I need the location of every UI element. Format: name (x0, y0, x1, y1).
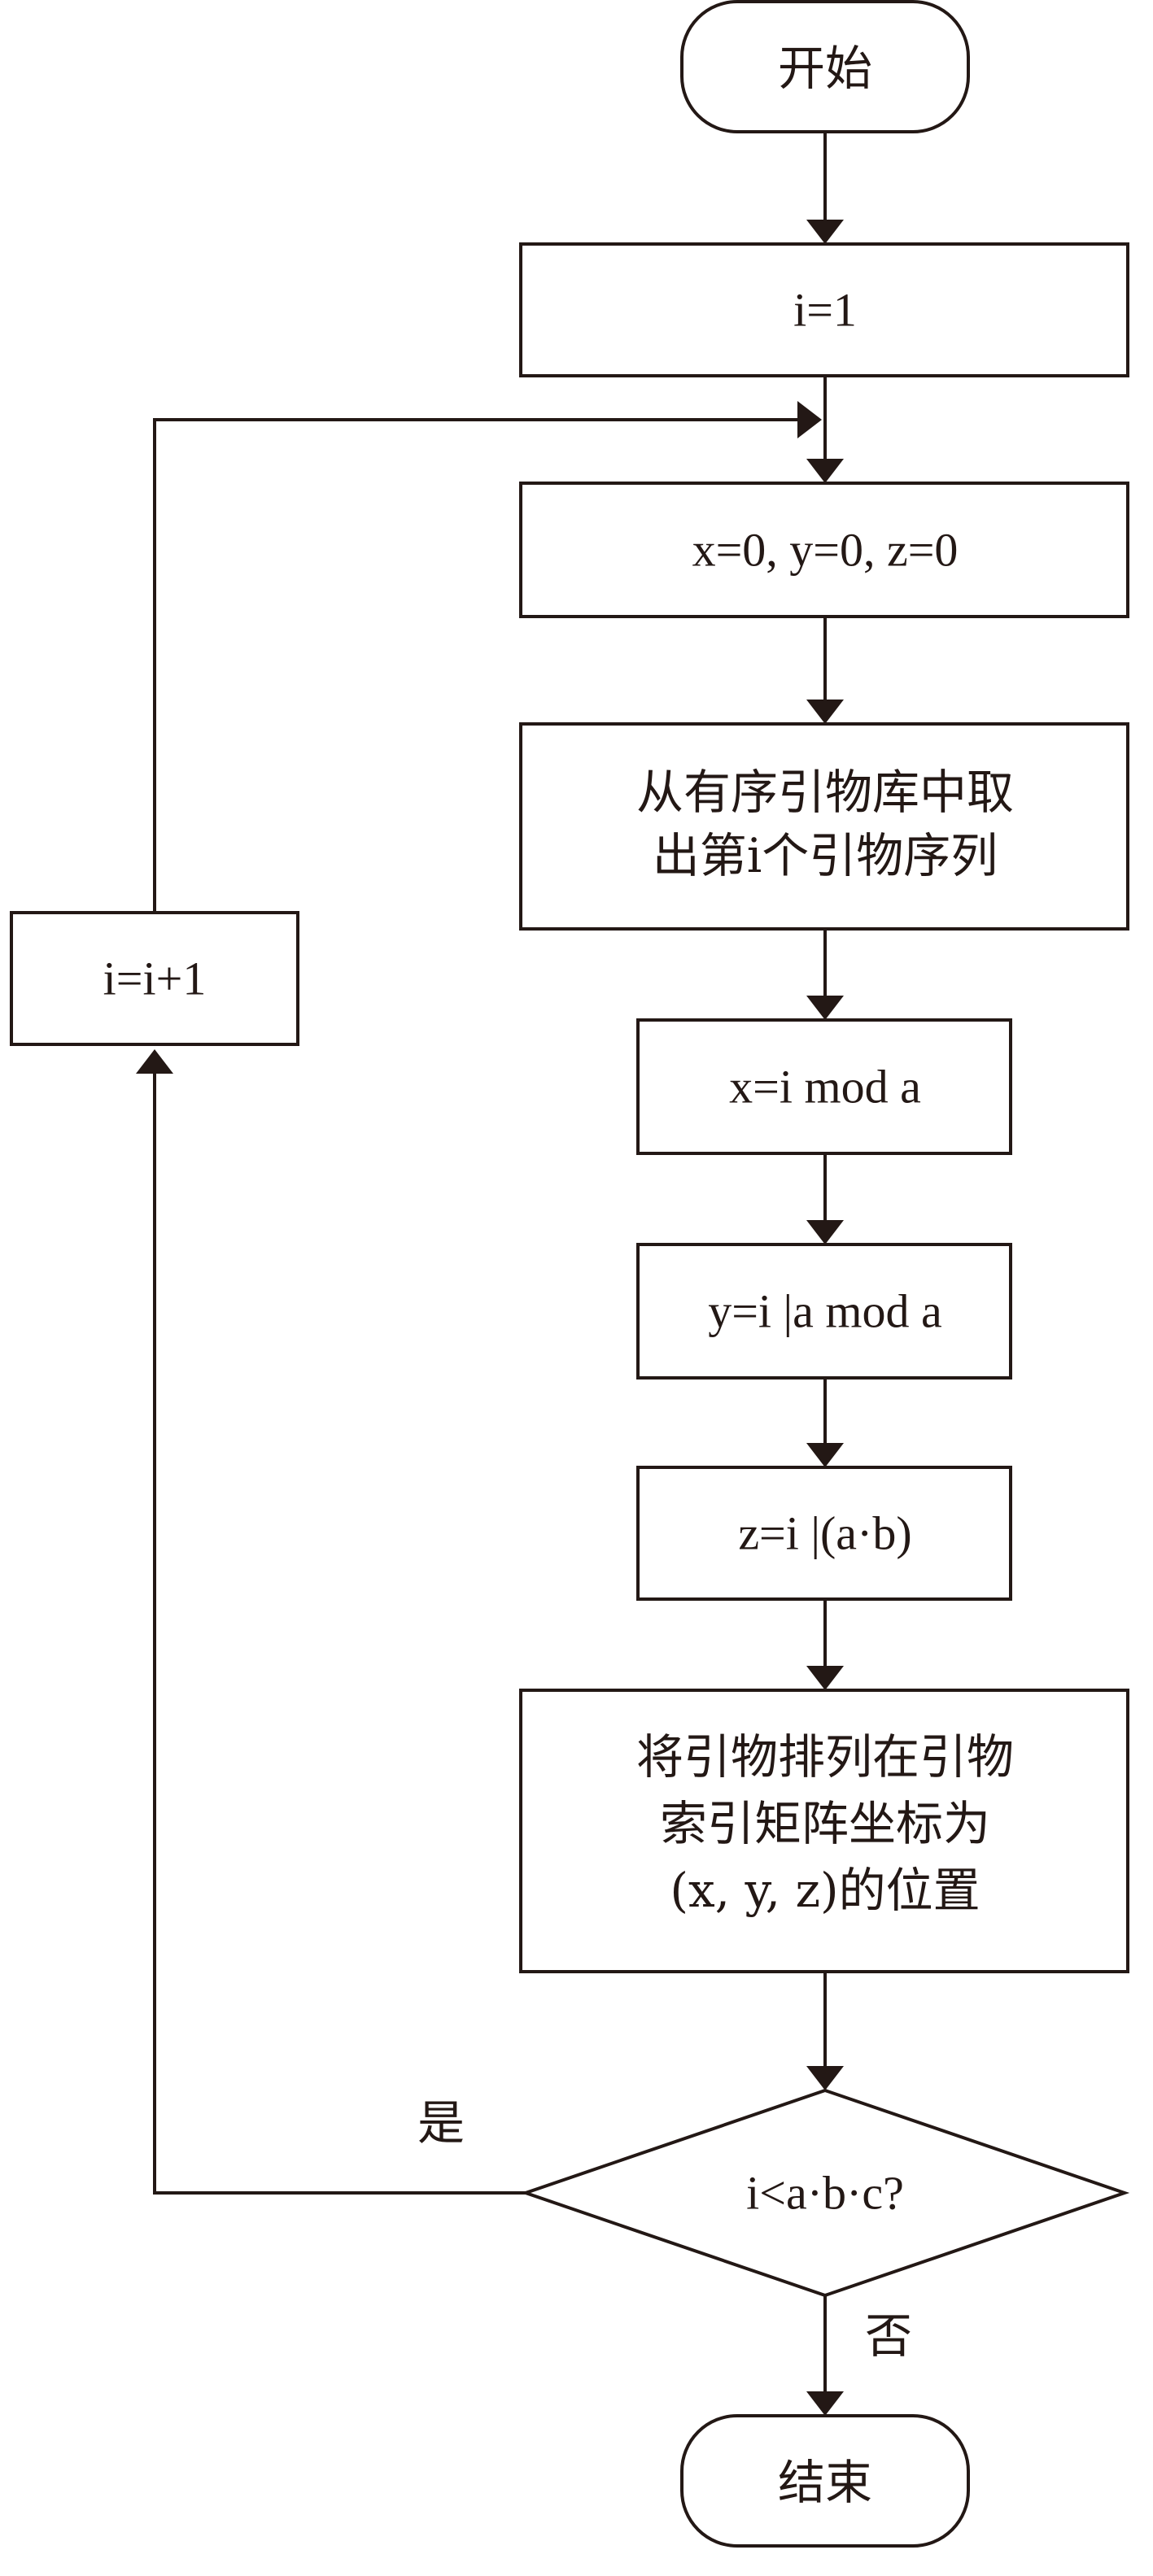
init-xyz-node: x=0, y=0, z=0 (519, 482, 1129, 618)
init-xyz-label: x=0, y=0, z=0 (692, 524, 959, 577)
start-label: 开始 (778, 41, 872, 96)
yes-branch-label: 是 (417, 2095, 465, 2151)
no-branch-label: 否 (865, 2308, 912, 2364)
place-primer-label-line1: 将引物排列在引物 (636, 1729, 1014, 1785)
fetch-primer-node: 从有序引物库中取 出第i个引物序列 (519, 722, 1129, 931)
init-i-node: i=1 (519, 242, 1129, 377)
calc-x-label: x=i mod a (729, 1061, 921, 1114)
arrowhead-down (806, 2066, 844, 2090)
arrowhead-down (806, 700, 844, 724)
increment-label: i=i+1 (103, 952, 207, 1005)
init-i-label: i=1 (793, 284, 857, 337)
place-primer-label-line2: 索引矩阵坐标为 (660, 1796, 990, 1851)
edge-decision-yes-to-increment (153, 1072, 526, 2195)
increment-node: i=i+1 (10, 911, 299, 1046)
place-primer-label-line3: (x, y, z)的位置 (670, 1863, 980, 1918)
arrowhead-down (806, 220, 844, 244)
arrowhead-down (806, 2391, 844, 2416)
arrowhead-right (797, 401, 822, 438)
arrowhead-down (806, 1443, 844, 1467)
decision-label: i<a·b·c? (746, 2167, 904, 2220)
arrowhead-down (806, 1220, 844, 1244)
calc-z-label: z=i |(a·b) (738, 1507, 911, 1560)
arrowhead-down (806, 996, 844, 1020)
decision-node: i<a·b·c? (520, 2088, 1130, 2298)
calc-y-node: y=i |a mod a (636, 1243, 1012, 1380)
end-node: 结束 (680, 2414, 970, 2548)
end-label: 结束 (778, 2455, 872, 2510)
arrowhead-up (136, 1049, 173, 1074)
arrowhead-down (806, 459, 844, 483)
arrowhead-down (806, 1666, 844, 1690)
start-node: 开始 (680, 0, 970, 133)
calc-z-node: z=i |(a·b) (636, 1466, 1012, 1601)
calc-x-node: x=i mod a (636, 1018, 1012, 1155)
fetch-primer-label-line2: 出第i个引物序列 (653, 828, 998, 883)
calc-y-label: y=i |a mod a (708, 1285, 942, 1338)
connectors (136, 132, 844, 2416)
fetch-primer-label-line1: 从有序引物库中取 (636, 765, 1014, 820)
edge-increment-loop-back (153, 418, 799, 913)
place-primer-node: 将引物排列在引物 索引矩阵坐标为 (x, y, z)的位置 (519, 1689, 1129, 1973)
